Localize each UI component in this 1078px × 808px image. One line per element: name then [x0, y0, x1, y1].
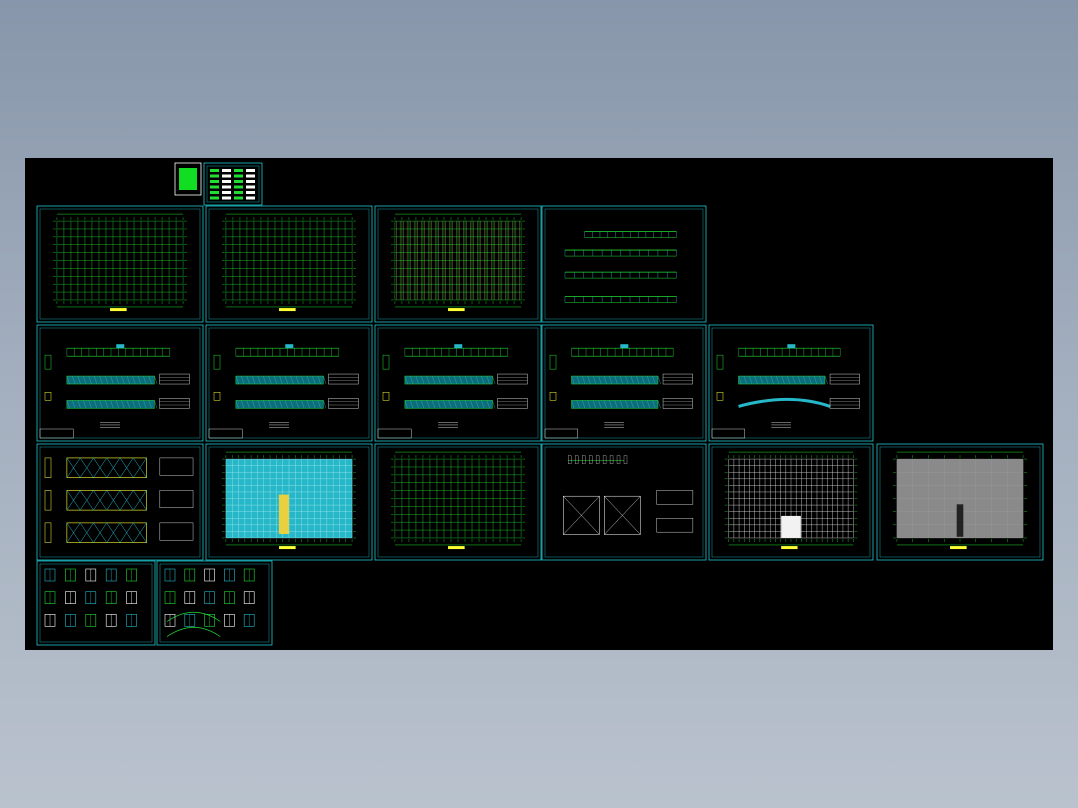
sheet-elevation-1: [541, 205, 707, 323]
sheet-truss-2: [205, 324, 373, 442]
sheet-truss-detail: [36, 443, 204, 561]
sheet-section-detail: [541, 443, 707, 561]
sheet-details-1: [36, 560, 156, 646]
sheet-roof-plan-cyan: [205, 443, 373, 561]
sheet-plan-white: [708, 443, 874, 561]
sheet-title-block: [203, 162, 263, 206]
sheet-truss-5: [708, 324, 874, 442]
cad-model-space[interactable]: [25, 158, 1053, 650]
sheet-truss-4: [541, 324, 707, 442]
sheet-plan-1: [36, 205, 204, 323]
sheet-truss-3: [374, 324, 542, 442]
sheet-details-2: [156, 560, 273, 646]
sheet-plan-3: [374, 205, 542, 323]
sheet-legend-swatch: [174, 162, 202, 196]
drawing-sheets: [36, 162, 1044, 646]
sheet-plan-2: [205, 205, 373, 323]
sheet-truss-1: [36, 324, 204, 442]
sheet-plan-gray: [876, 443, 1044, 561]
sheet-roof-plan: [374, 443, 542, 561]
